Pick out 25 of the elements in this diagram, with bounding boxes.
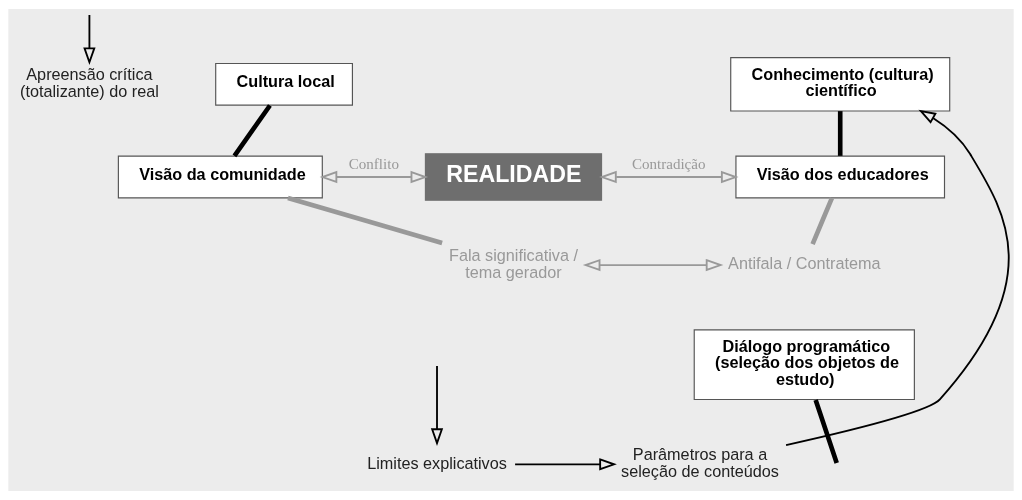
edge-label: Conflito xyxy=(348,156,399,173)
arrow xyxy=(599,170,739,184)
connector xyxy=(232,104,272,158)
connector xyxy=(810,197,835,246)
arrow xyxy=(319,170,429,184)
edge-label: Contradição xyxy=(631,156,706,173)
node-box: Conhecimento (cultura) científico xyxy=(730,57,951,112)
node-box: Visão dos educadores xyxy=(735,155,946,199)
connector xyxy=(837,111,843,156)
node-box: Cultura local xyxy=(215,62,353,106)
node-text: Antifala / Contratema xyxy=(728,254,881,273)
arrow xyxy=(430,365,444,446)
node-text: Apreensão crítica (totalizante) do real xyxy=(19,64,159,101)
node-text: Limites explicativos xyxy=(367,453,507,472)
node-box: REALIDADE xyxy=(424,153,603,201)
node-box: Diálogo programático (seleção dos objetos de estudo) xyxy=(693,329,915,401)
arrow xyxy=(514,458,617,471)
arrow xyxy=(83,14,96,66)
arrow xyxy=(785,109,1010,447)
connector xyxy=(287,195,443,246)
arrow xyxy=(582,258,724,272)
node-text: Fala significativa / tema gerador xyxy=(449,245,578,282)
connector xyxy=(813,399,839,464)
node-text: Parâmetros para a seleção de conteúdos xyxy=(621,444,779,481)
node-box: Visão da comunidade xyxy=(117,155,323,199)
